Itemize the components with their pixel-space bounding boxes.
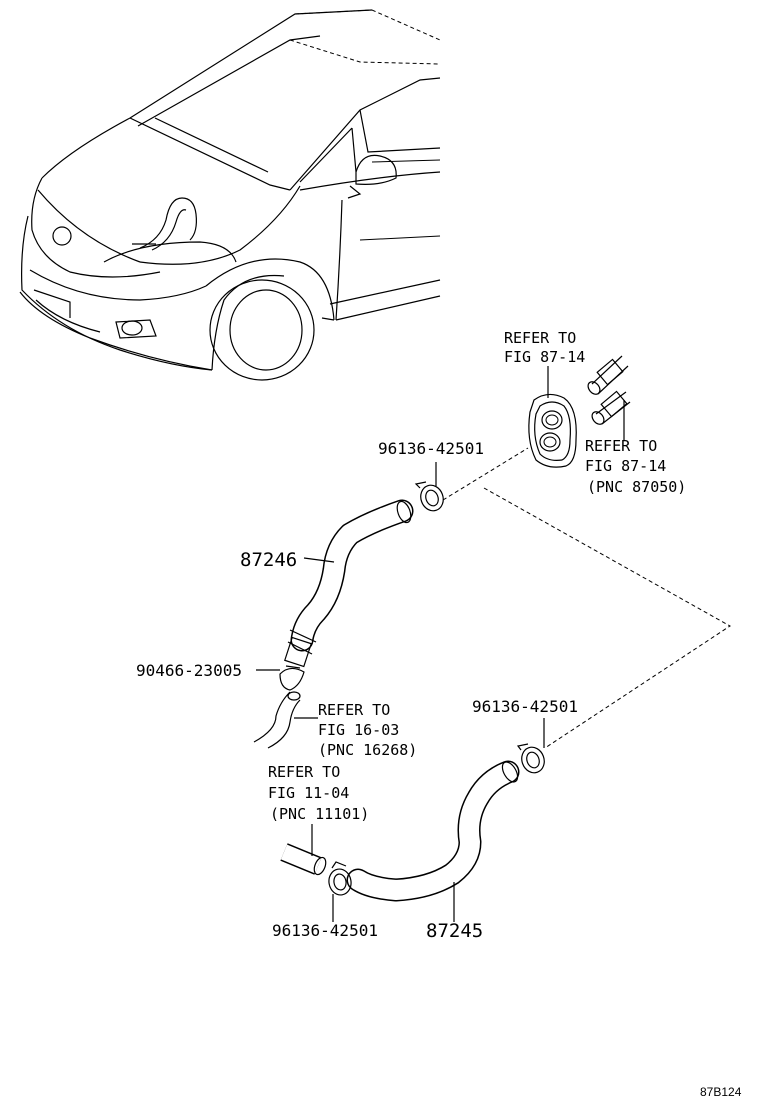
refer-engine-line3: (PNC 11101)	[270, 805, 369, 823]
refer-heater-line2: FIG 16-03	[318, 721, 399, 739]
refer-heater-label: REFER TO FIG 16-03 (PNC 16268)	[318, 701, 417, 759]
part-number-hose-lower: 87245	[426, 920, 483, 942]
refer-engine-line2: FIG 11-04	[268, 784, 349, 802]
part-number-clip: 90466-23005	[136, 661, 242, 680]
part-number-hose-upper: 87246	[240, 549, 297, 571]
clip-icon	[256, 665, 305, 691]
clamp-upper-icon	[414, 462, 444, 512]
figure-id: 87B124	[700, 1085, 742, 1099]
refer-nozzle-line3: (PNC 87050)	[587, 478, 686, 496]
nozzle-hose-icon	[587, 355, 631, 440]
refer-nozzle-label: REFER TO FIG 87-14 (PNC 87050)	[585, 437, 686, 496]
routing-dashes	[442, 447, 731, 749]
heater-pipe-icon	[253, 691, 318, 749]
refer-engine-line1: REFER TO	[268, 763, 340, 781]
hose-87245-icon	[346, 760, 520, 922]
refer-nozzle-line2: FIG 87-14	[585, 457, 666, 475]
part-number-clamp-right: 96136-42501	[472, 697, 578, 716]
refer-nozzle-line1: REFER TO	[585, 437, 657, 455]
hose-87246-icon	[284, 499, 414, 668]
clamp-lower-icon	[328, 861, 352, 922]
refer-heater-line1: REFER TO	[318, 701, 390, 719]
part-number-clamp-upper: 96136-42501	[378, 439, 484, 458]
part-number-clamp-lower: 96136-42501	[272, 921, 378, 940]
vehicle-outline	[19, 9, 441, 381]
clamp-right-icon	[516, 718, 545, 774]
engine-pipe-icon	[280, 824, 327, 876]
refer-grommet-line2: FIG 87-14	[504, 348, 585, 366]
grommet-icon	[528, 366, 577, 468]
refer-engine-label: REFER TO FIG 11-04 (PNC 11101)	[268, 763, 369, 823]
refer-grommet-label: REFER TO FIG 87-14	[504, 329, 585, 366]
refer-grommet-line1: REFER TO	[504, 329, 576, 347]
refer-heater-line3: (PNC 16268)	[318, 741, 417, 759]
